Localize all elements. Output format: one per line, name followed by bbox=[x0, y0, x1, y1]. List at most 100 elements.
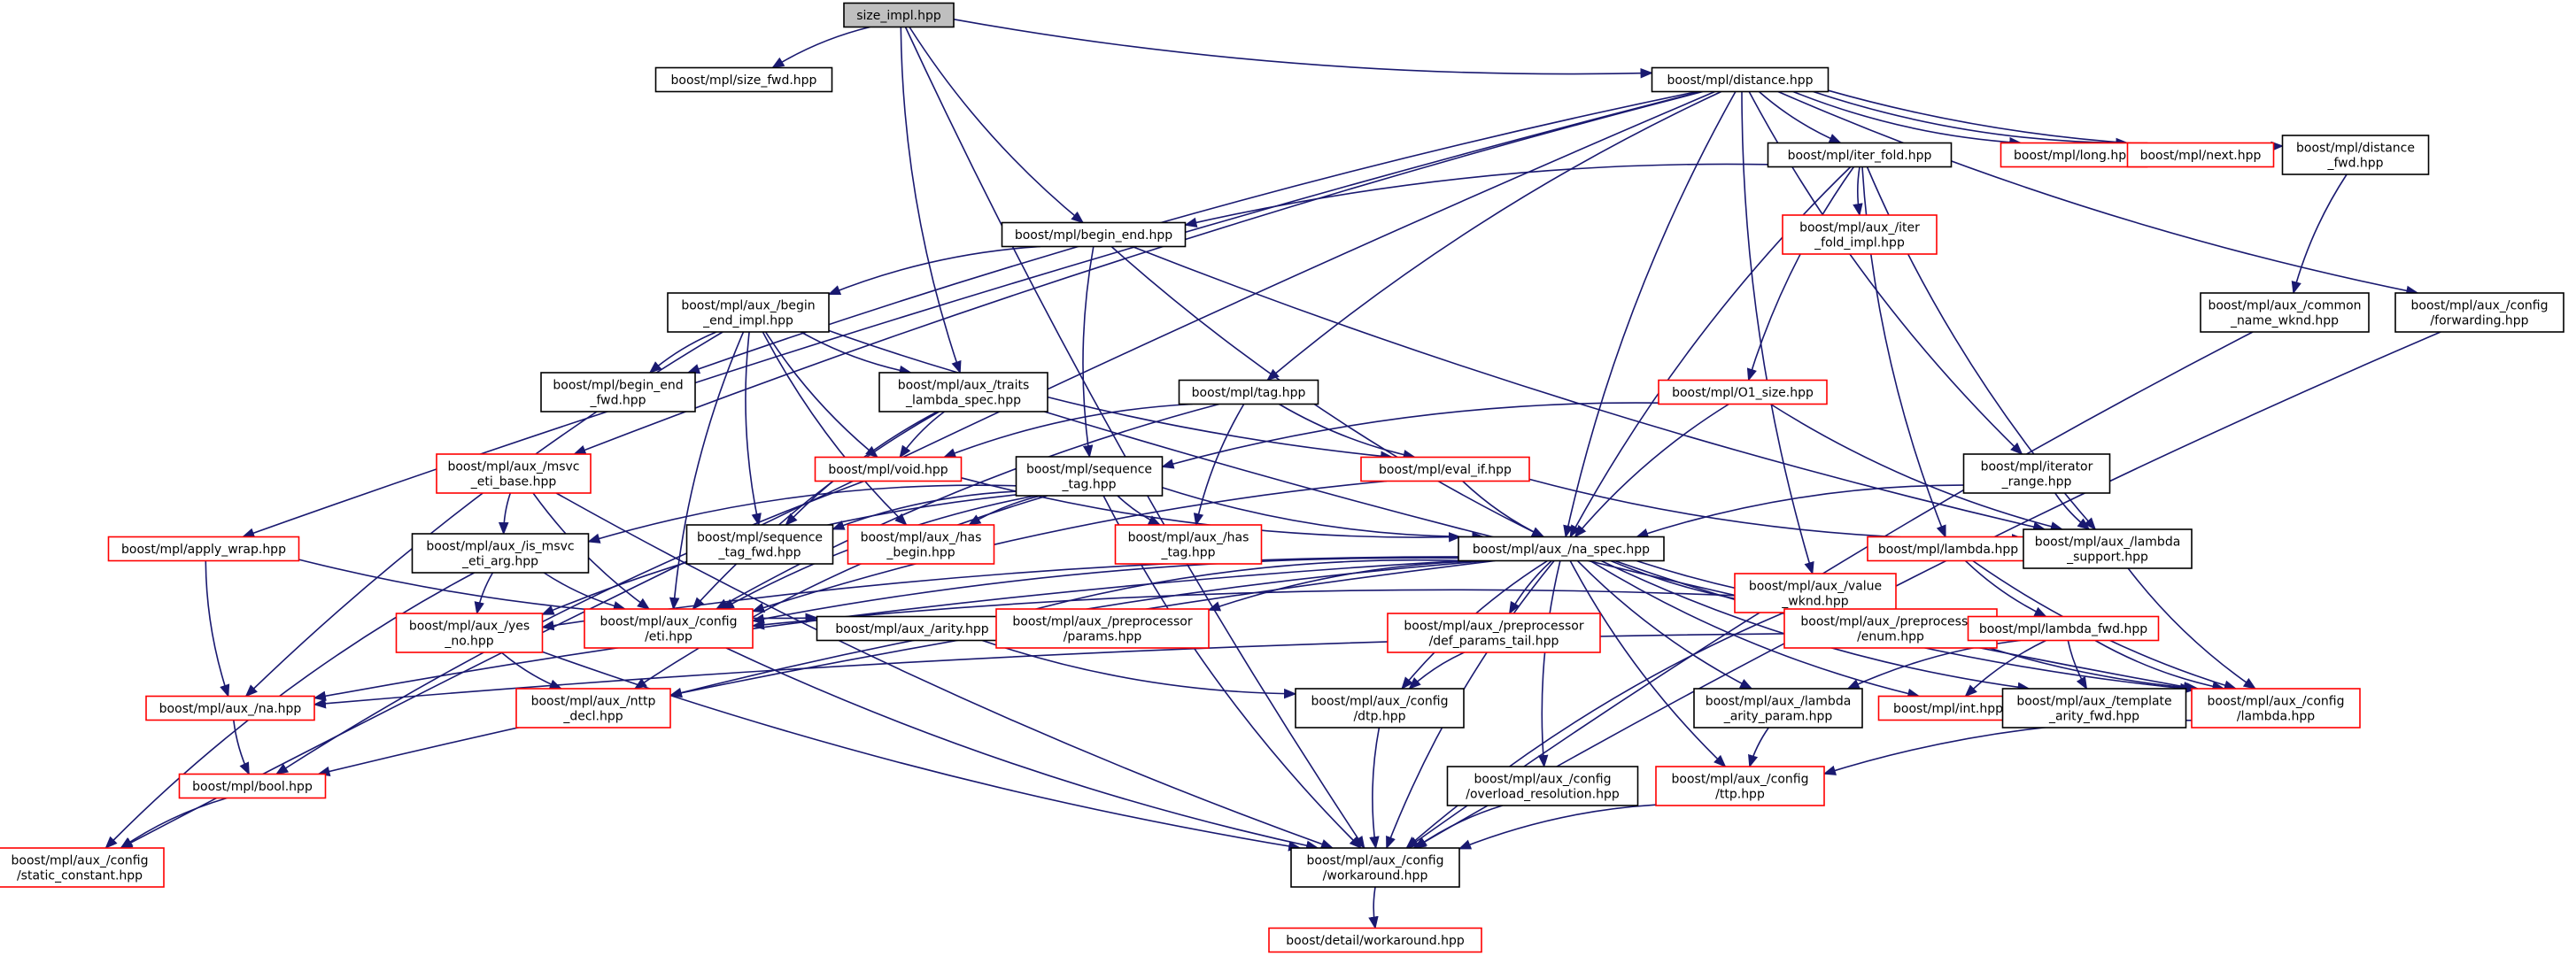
edge-sequence-tag-to-has-tag bbox=[1117, 495, 1162, 526]
node-box bbox=[584, 608, 754, 649]
node-iterator-range[interactable]: boost/mpl/iterator_range.hpp bbox=[1962, 453, 2111, 494]
node-is-msvc-eti-arg[interactable]: boost/mpl/aux_/is_msvc_eti_arg.hpp bbox=[411, 533, 590, 574]
node-label: boost/mpl/aux_/value bbox=[1749, 579, 1882, 593]
node-box bbox=[1387, 613, 1601, 653]
edge-distance-to-long bbox=[1792, 90, 2023, 148]
node-label: /static_constant.hpp bbox=[17, 868, 143, 883]
edge-void-to-bool bbox=[275, 480, 865, 775]
edge-begin-end-impl-to-traits-lambda-spec bbox=[801, 331, 913, 376]
node-label: boost/mpl/aux_/template bbox=[2016, 694, 2171, 708]
node-lambda-fwd[interactable]: boost/mpl/lambda_fwd.hpp bbox=[1967, 615, 2160, 642]
node-label: boost/mpl/aux_/iter bbox=[1799, 220, 1920, 235]
node-iter-fold[interactable]: boost/mpl/iter_fold.hpp bbox=[1767, 142, 1953, 168]
edge-na-spec-to-yes-no bbox=[541, 556, 1459, 631]
node-ttp[interactable]: boost/mpl/aux_/config/ttp.hpp bbox=[1655, 766, 1825, 806]
node-label: _tag.hpp bbox=[1160, 545, 1215, 559]
node-distance[interactable]: boost/mpl/distance.hpp bbox=[1651, 66, 1830, 93]
node-box bbox=[1651, 66, 1830, 93]
edge-sequence-tag-to-na-spec bbox=[1162, 486, 1485, 543]
node-label: boost/mpl/apply_wrap.hpp bbox=[121, 543, 286, 557]
node-label: _eti_base.hpp bbox=[470, 474, 557, 489]
node-box bbox=[816, 615, 1009, 642]
node-label: _tag_fwd.hpp bbox=[717, 545, 801, 559]
node-pp-params[interactable]: boost/mpl/aux_/preprocessor/params.hpp bbox=[995, 608, 1210, 649]
edge-distance-to-iter-fold bbox=[1758, 90, 1842, 144]
node-traits-lambda-spec[interactable]: boost/mpl/aux_/traits_lambda_spec.hpp bbox=[878, 372, 1048, 412]
node-arity[interactable]: boost/mpl/aux_/arity.hpp bbox=[816, 615, 1009, 642]
node-msvc-eti-base[interactable]: boost/mpl/aux_/msvc_eti_base.hpp bbox=[436, 453, 592, 494]
node-int[interactable]: boost/mpl/int.hpp bbox=[1877, 695, 2019, 721]
node-begin-end-fwd[interactable]: boost/mpl/begin_end_fwd.hpp bbox=[540, 372, 696, 412]
node-yes-no[interactable]: boost/mpl/aux_/yes_no.hpp bbox=[395, 613, 544, 653]
node-eval-if[interactable]: boost/mpl/eval_if.hpp bbox=[1360, 456, 1530, 482]
node-na-spec[interactable]: boost/mpl/aux_/na_spec.hpp bbox=[1458, 536, 1665, 562]
node-pp-def-params-tail[interactable]: boost/mpl/aux_/preprocessor/def_params_t… bbox=[1387, 613, 1601, 653]
node-next[interactable]: boost/mpl/next.hpp bbox=[2126, 142, 2275, 168]
edge-iterator-range-to-lambda-support bbox=[2054, 492, 2091, 530]
node-overload-resolution[interactable]: boost/mpl/aux_/config/overload_resolutio… bbox=[1446, 766, 1639, 806]
node-eti[interactable]: boost/mpl/aux_/config/eti.hpp bbox=[584, 608, 754, 649]
node-nttp-decl[interactable]: boost/mpl/aux_/nttp_decl.hpp bbox=[515, 688, 671, 729]
node-box bbox=[395, 613, 544, 653]
edge-ttp-to-workaround bbox=[1458, 804, 1657, 850]
node-has-tag[interactable]: boost/mpl/aux_/has_tag.hpp bbox=[1114, 524, 1263, 565]
node-label: boost/mpl/aux_/lambda bbox=[1706, 694, 1852, 708]
node-label: _arity_param.hpp bbox=[1723, 709, 1833, 723]
node-apply-wrap[interactable]: boost/mpl/apply_wrap.hpp bbox=[107, 536, 300, 562]
node-sequence-tag[interactable]: boost/mpl/sequence_tag.hpp bbox=[1015, 456, 1164, 497]
node-lambda-support[interactable]: boost/mpl/aux_/lambda_support.hpp bbox=[2023, 528, 2193, 569]
node-lambda[interactable]: boost/mpl/lambda.hpp bbox=[1867, 536, 2030, 562]
node-static-constant[interactable]: boost/mpl/aux_/config/static_constant.hp… bbox=[0, 847, 165, 888]
node-box bbox=[1782, 214, 1938, 255]
node-label: boost/mpl/aux_/na_spec.hpp bbox=[1473, 543, 1650, 557]
edge-distance-to-msvc-eti-base bbox=[573, 90, 1704, 455]
node-void[interactable]: boost/mpl/void.hpp bbox=[814, 456, 963, 482]
node-box bbox=[2200, 292, 2370, 333]
node-forwarding[interactable]: boost/mpl/aux_/config/forwarding.hpp bbox=[2394, 292, 2564, 333]
edge-is-msvc-eti-arg-to-yes-no bbox=[474, 572, 494, 615]
node-pp-enum[interactable]: boost/mpl/aux_/preprocessor/enum.hpp bbox=[1783, 608, 1998, 649]
edge-distance-to-forwarding bbox=[1777, 90, 2419, 297]
edge-distance-to-na-spec bbox=[1563, 91, 1737, 538]
node-workaround[interactable]: boost/mpl/aux_/config/workaround.hpp bbox=[1290, 847, 1460, 888]
node-distance-fwd[interactable]: boost/mpl/distance_fwd.hpp bbox=[2281, 135, 2430, 175]
node-has-begin[interactable]: boost/mpl/aux_/has_begin.hpp bbox=[847, 524, 995, 565]
node-iter-fold-impl[interactable]: boost/mpl/aux_/iter_fold_impl.hpp bbox=[1782, 214, 1938, 255]
edge-sequence-tag-to-has-begin bbox=[968, 495, 1041, 526]
edge-na-to-bool bbox=[233, 720, 250, 775]
node-label: /dtp.hpp bbox=[1353, 709, 1405, 723]
node-label: boost/mpl/next.hpp bbox=[2140, 149, 2262, 163]
node-begin-end-impl[interactable]: boost/mpl/aux_/begin_end_impl.hpp bbox=[667, 292, 830, 333]
node-na[interactable]: boost/mpl/aux_/na.hpp bbox=[145, 695, 315, 721]
node-size-fwd[interactable]: boost/mpl/size_fwd.hpp bbox=[654, 66, 833, 93]
node-bool[interactable]: boost/mpl/bool.hpp bbox=[178, 773, 327, 799]
node-dtp[interactable]: boost/mpl/aux_/config/dtp.hpp bbox=[1295, 688, 1465, 729]
edge-lambda-fwd-to-config-lambda bbox=[2094, 639, 2225, 692]
node-o1-size[interactable]: boost/mpl/O1_size.hpp bbox=[1658, 379, 1828, 405]
node-label: boost/mpl/aux_/msvc bbox=[447, 459, 579, 474]
node-begin-end[interactable]: boost/mpl/begin_end.hpp bbox=[1001, 221, 1187, 248]
node-lambda-arity-param[interactable]: boost/mpl/aux_/lambda_arity_param.hpp bbox=[1693, 688, 1863, 729]
node-label: boost/mpl/aux_/begin bbox=[681, 298, 815, 312]
node-value-wknd[interactable]: boost/mpl/aux_/value_wknd.hpp bbox=[1734, 573, 1897, 613]
edge-begin-end-to-na-spec bbox=[1110, 245, 1545, 538]
node-long[interactable]: boost/mpl/long.hpp bbox=[2000, 142, 2148, 168]
node-detail-workaround[interactable]: boost/detail/workaround.hpp bbox=[1268, 927, 1482, 953]
node-tag[interactable]: boost/mpl/tag.hpp bbox=[1178, 379, 1319, 405]
node-label: boost/mpl/aux_/config bbox=[2208, 694, 2345, 708]
edge-size-impl-to-size-fwd bbox=[771, 26, 870, 69]
edge-yes-no-to-nttp-decl bbox=[500, 651, 563, 690]
edge-size-impl-to-distance bbox=[953, 19, 1653, 79]
node-template-arity-fwd[interactable]: boost/mpl/aux_/template_arity_fwd.hpp bbox=[2001, 688, 2187, 729]
node-label: _name_wknd.hpp bbox=[2230, 313, 2339, 328]
node-label: _fold_impl.hpp bbox=[1814, 235, 1905, 250]
node-common-name-wknd[interactable]: boost/mpl/aux_/common_name_wknd.hpp bbox=[2200, 292, 2370, 333]
edge-bool-to-static-constant bbox=[120, 797, 228, 849]
node-label: boost/mpl/O1_size.hpp bbox=[1672, 386, 1814, 400]
node-label: boost/mpl/aux_/has bbox=[861, 530, 982, 544]
node-sequence-tag-fwd[interactable]: boost/mpl/sequence_tag_fwd.hpp bbox=[685, 524, 834, 565]
node-box bbox=[1295, 688, 1465, 729]
node-config-lambda[interactable]: boost/mpl/aux_/config/lambda.hpp bbox=[2191, 688, 2361, 729]
node-box bbox=[1114, 524, 1263, 565]
